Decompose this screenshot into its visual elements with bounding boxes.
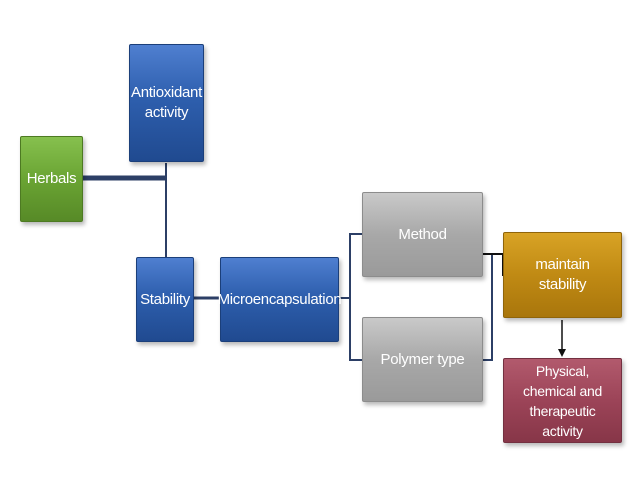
node-stability-label: Stability: [140, 290, 190, 308]
node-polymer-type-label: Polymer type: [380, 350, 465, 368]
node-physical-chemical-therapeutic: Physical, chemical and therapeutic activ…: [503, 358, 622, 443]
node-method-label: Method: [398, 225, 447, 243]
node-microencapsulation-label: Microencapsulation: [217, 290, 342, 308]
node-herbals: Herbals: [20, 136, 83, 222]
node-herbals-label: Herbals: [26, 170, 77, 187]
node-maintain-stability: maintain stability: [503, 232, 622, 318]
node-microencapsulation: Microencapsulation: [217, 257, 342, 342]
node-method: Method: [362, 192, 483, 277]
node-antioxidant-activity-label: Antioxidant activity: [131, 84, 202, 121]
node-antioxidant-activity: Antioxidant activity: [129, 44, 204, 162]
node-physical-chemical-therapeutic-label: Physical, chemical and therapeutic activ…: [523, 362, 602, 439]
node-maintain-stability-label: maintain stability: [535, 256, 590, 293]
node-polymer-type: Polymer type: [362, 317, 483, 402]
node-stability: Stability: [136, 257, 194, 342]
arrowhead-down-icon: [558, 349, 566, 357]
